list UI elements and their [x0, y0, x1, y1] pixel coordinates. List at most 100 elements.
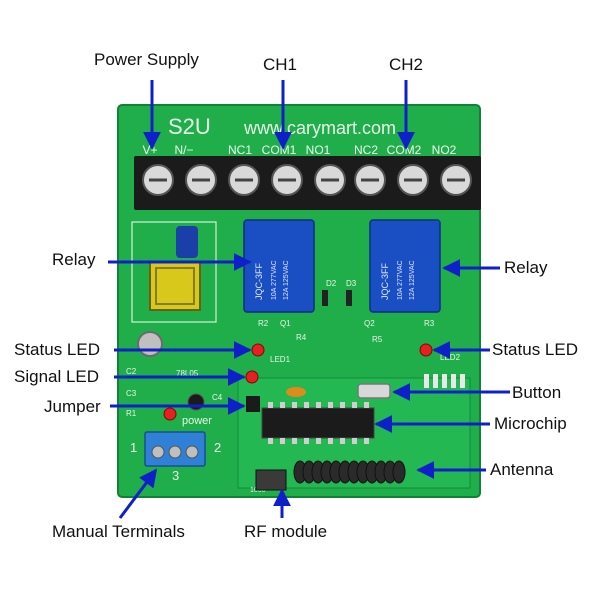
chip-pin-bottom — [352, 438, 357, 444]
terminal-label: NC1 — [228, 143, 252, 157]
chip-pin-bottom — [316, 438, 321, 444]
transformer — [149, 261, 201, 311]
label-manual-terminals: Manual Terminals — [52, 522, 185, 541]
silk-q1: Q1 — [280, 319, 291, 328]
silk-r5: R5 — [372, 335, 383, 344]
terminal-label: NO1 — [306, 143, 331, 157]
header-pin — [442, 374, 447, 388]
silk-led2: LED2 — [440, 353, 461, 362]
diode-d3 — [346, 290, 352, 306]
power-led — [163, 407, 177, 421]
chip-pin-top — [340, 402, 345, 408]
label-button: Button — [512, 383, 562, 402]
relay-2-spec1: 10A 277VAC — [397, 260, 404, 300]
chip-pin-bottom — [328, 438, 333, 444]
power-section-outline — [131, 221, 217, 323]
silk-c2: C2 — [126, 367, 137, 376]
small-capacitor — [187, 393, 205, 411]
label-rf-module: RF module — [244, 522, 328, 541]
board-model: S2U — [168, 114, 211, 139]
label-antenna: Antenna — [490, 460, 554, 479]
label-d2: D2 — [326, 279, 337, 288]
chip-pin-top — [328, 402, 333, 408]
chip-pin-top — [316, 402, 321, 408]
chip-pin-top — [268, 402, 273, 408]
label-power-supply: Power Supply — [94, 50, 199, 69]
relay-1-spec2: 12A 125VAC — [283, 260, 290, 300]
relay-1: JQC-3FF 10A 277VAC 12A 125VAC — [243, 219, 315, 313]
header-pin — [433, 374, 438, 388]
diode-d2 — [322, 290, 328, 306]
chip-pin-top — [304, 402, 309, 408]
label-d3: D3 — [346, 279, 357, 288]
microchip-pins — [268, 402, 369, 444]
callout-arrows — [108, 80, 510, 519]
silk-led1: LED1 — [270, 355, 291, 364]
manual-screw-3 — [185, 445, 199, 459]
manual-screw-2 — [168, 445, 182, 459]
silk-r2: R2 — [258, 319, 269, 328]
silk-r1: R1 — [126, 409, 137, 418]
relay-1-text: JQC-3FF — [254, 263, 264, 301]
label-status-led-right: Status LED — [492, 340, 578, 359]
label-signal-led: Signal LED — [14, 367, 100, 386]
chip-pin-bottom — [304, 438, 309, 444]
silk-q2: Q2 — [364, 319, 375, 328]
chip-pin-top — [292, 402, 297, 408]
silk-r3: R3 — [424, 319, 435, 328]
signal-led — [245, 370, 259, 384]
push-button — [357, 383, 391, 399]
terminal-label: COM1 — [262, 143, 297, 157]
relay-1-spec1: 10A 277VAC — [271, 260, 278, 300]
chip-pin-bottom — [292, 438, 297, 444]
header-pin — [424, 374, 429, 388]
chip-pin-top — [364, 402, 369, 408]
label-microchip: Microchip — [494, 414, 567, 433]
label-relay-right: Relay — [504, 258, 548, 277]
status-led-2 — [419, 343, 433, 357]
microchip-body — [261, 407, 375, 439]
manual-term-num-1: 1 — [130, 440, 137, 455]
chip-pin-bottom — [340, 438, 345, 444]
board-url: www.carymart.com — [243, 118, 396, 138]
status-led-1 — [251, 343, 265, 357]
silk-78l05: 78L05 — [176, 369, 199, 378]
silk-power: power — [182, 415, 212, 427]
manual-term-num-2: 2 — [214, 440, 221, 455]
screw-terminal-blocks — [134, 156, 481, 210]
capacitor-ps — [176, 226, 198, 258]
antenna-coil — [293, 460, 406, 484]
chip-pin-bottom — [280, 438, 285, 444]
silk-c4: C4 — [212, 393, 223, 402]
coil-turn — [392, 460, 406, 484]
label-jumper: Jumper — [44, 397, 101, 416]
label-ch2: CH2 — [389, 55, 424, 74]
chip-pin-top — [280, 402, 285, 408]
terminal-label: COM2 — [387, 143, 422, 157]
terminal-label: N/− — [174, 143, 193, 157]
electrolytic-capacitor — [137, 331, 163, 357]
terminal-label: NC2 — [354, 143, 378, 157]
rf-module — [255, 469, 287, 491]
chip-pin-bottom — [364, 438, 369, 444]
transformer-core — [155, 267, 195, 305]
terminal-label: NO2 — [432, 143, 457, 157]
silk-c3: C3 — [126, 389, 137, 398]
label-relay-left: Relay — [52, 250, 96, 269]
ceramic-capacitor — [286, 387, 306, 397]
manual-term-num-3: 3 — [172, 468, 179, 483]
header-pins — [424, 374, 465, 388]
silk-r4: R4 — [296, 333, 307, 342]
relay-2-spec2: 12A 125VAC — [409, 260, 416, 300]
terminal-label: V+ — [142, 143, 157, 157]
label-status-led-left: Status LED — [14, 340, 100, 359]
chip-pin-top — [352, 402, 357, 408]
jumper-block — [246, 396, 260, 412]
label-ch1: CH1 — [263, 55, 298, 74]
header-pin — [460, 374, 465, 388]
relay-2: JQC-3FF 10A 277VAC 12A 125VAC — [369, 219, 441, 313]
header-pin — [451, 374, 456, 388]
relay-2-text: JQC-3FF — [380, 263, 390, 301]
